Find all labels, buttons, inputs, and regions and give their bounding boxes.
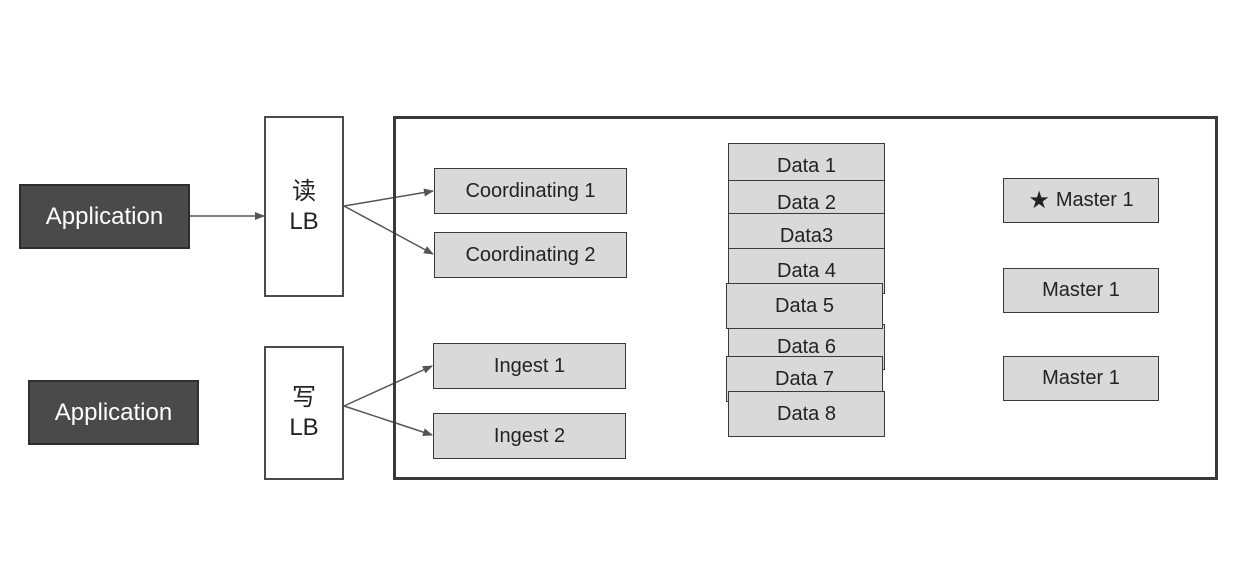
data-node-8: Data 8: [728, 391, 885, 437]
write-lb-subtitle: LB: [289, 414, 319, 441]
arrow-write-lb-to-ingest-2: [343, 405, 433, 436]
read-lb-title: 读: [292, 177, 316, 205]
master-node-3: Master 1: [1003, 356, 1159, 401]
master-node-2: Master 1: [1003, 268, 1159, 313]
read-lb-subtitle: LB: [289, 207, 319, 235]
master-node-label: Master 1: [1055, 189, 1134, 211]
star-icon: ★: [1028, 186, 1050, 214]
master-node-elected: ★ Master 1: [1003, 178, 1159, 223]
coordinating-node-1: Coordinating 1: [434, 168, 627, 214]
ingest-node-1: Ingest 1: [433, 343, 626, 389]
write-lb-box: 写 LB: [264, 346, 344, 480]
write-lb-title: 写: [292, 384, 316, 411]
application-box-read: Application: [19, 184, 190, 249]
coordinating-node-2: Coordinating 2: [434, 232, 627, 278]
arrow-write-lb-to-ingest-1: [343, 365, 433, 407]
arrow-read-lb-to-coordinating-2: [343, 205, 434, 255]
application-box-write: Application: [28, 380, 199, 445]
ingest-node-2: Ingest 2: [433, 413, 626, 459]
arrow-read-lb-to-coordinating-1: [343, 188, 434, 207]
read-lb-box: 读 LB: [264, 116, 344, 297]
cluster-container: [393, 116, 1218, 480]
data-node-5: Data 5: [726, 283, 883, 329]
